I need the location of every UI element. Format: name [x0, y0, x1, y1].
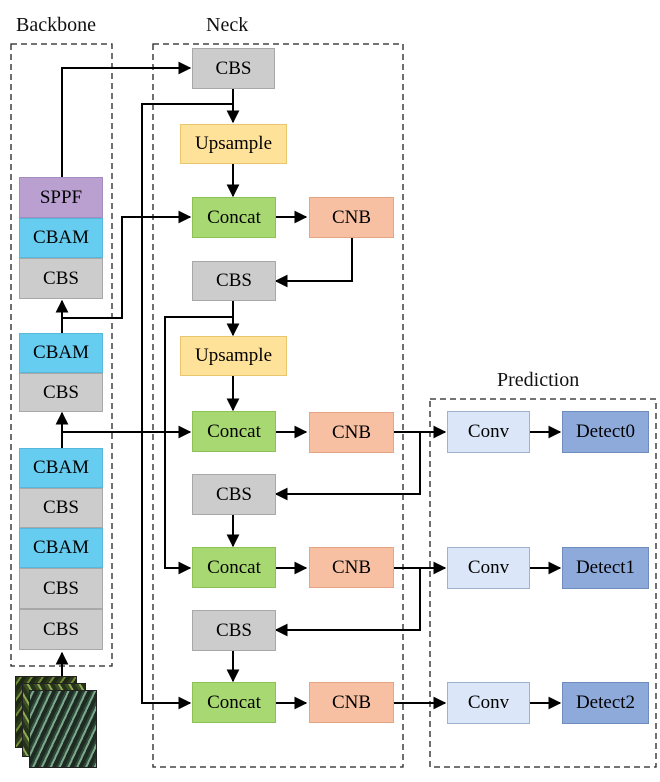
neck-cbs-block: CBS [192, 261, 276, 301]
neck-cnb-block: CNB [309, 547, 394, 588]
neck-cnb-block: CNB [309, 197, 394, 238]
neck-frame [152, 43, 404, 768]
neck-concat-block: Concat [192, 411, 276, 452]
prediction-title: Prediction [497, 369, 580, 391]
backbone-cbs-block: CBS [19, 258, 103, 299]
neck-cbs-block: CBS [192, 48, 275, 89]
arrow-cnb1-to-neck-cbs2 [274, 238, 353, 288]
arrow-sppf-to-neck-cbs1 [61, 61, 192, 177]
arrow-cnb3-to-neck-cbs4 [274, 568, 421, 637]
arrow-neck-cbs2-to-concat3 [164, 316, 233, 575]
backbone-cbs-block: CBS [19, 568, 103, 609]
neck-concat-block: Concat [192, 197, 276, 238]
neck-cbs-block: CBS [192, 474, 276, 515]
backbone-cbam-block: CBAM [19, 528, 103, 568]
prediction-detect0-block: Detect0 [562, 411, 649, 453]
prediction-conv-block: Conv [447, 411, 530, 453]
arrow-cnb2-to-neck-cbs3 [274, 432, 421, 501]
arrow-backbone-p4-to-concat1 [62, 210, 192, 319]
prediction-conv-block: Conv [447, 682, 530, 724]
neck-upsample-block: Upsample [180, 124, 287, 164]
backbone-cbs-block: CBS [19, 488, 103, 528]
backbone-cbs-block: CBS [19, 609, 103, 650]
neck-title: Neck [206, 14, 249, 36]
neck-cnb-block: CNB [309, 412, 394, 453]
backbone-sppf-block: SPPF [19, 177, 103, 218]
backbone-cbam-block: CBAM [19, 333, 103, 373]
input-image-front [29, 690, 97, 768]
arrow-cbs1-to-concat4 [141, 103, 233, 710]
backbone-cbam-block: CBAM [19, 218, 103, 258]
prediction-conv-block: Conv [447, 547, 530, 589]
neck-cnb-block: CNB [309, 682, 394, 723]
backbone-cbs-block: CBS [19, 373, 103, 412]
backbone-cbam-block: CBAM [19, 448, 103, 488]
backbone-title: Backbone [16, 14, 96, 36]
prediction-detect2-block: Detect2 [562, 682, 649, 724]
prediction-detect1-block: Detect1 [562, 547, 649, 589]
neck-concat-block: Concat [192, 547, 276, 588]
neck-cbs-block: CBS [192, 610, 276, 651]
neck-upsample-block: Upsample [180, 336, 287, 376]
neck-concat-block: Concat [192, 682, 276, 723]
prediction-frame [429, 398, 657, 768]
